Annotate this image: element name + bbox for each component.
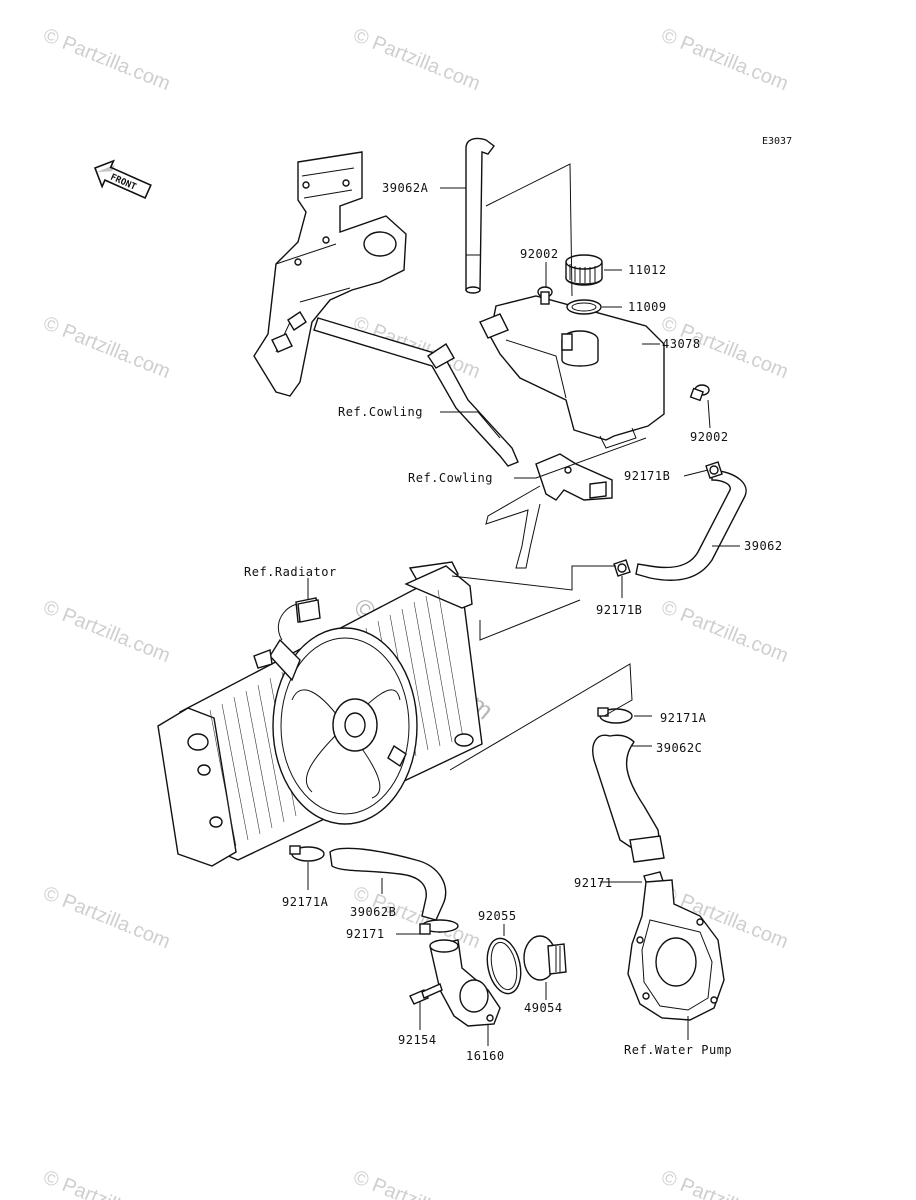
label-92055: 92055 <box>478 909 517 923</box>
watermark-9: © Partzilla.com <box>40 882 173 953</box>
thermostat-49054 <box>523 935 567 981</box>
label-92154: 92154 <box>398 1033 437 1047</box>
watermark-8: © Partzilla.com <box>658 596 791 667</box>
label-ref-cowling-1: Ref.Cowling <box>338 405 423 419</box>
watermark-2: © Partzilla.com <box>350 24 483 95</box>
o-ring-92055 <box>486 937 522 995</box>
label-39062C: 39062C <box>656 741 702 755</box>
hose-39062A <box>465 137 495 294</box>
cowling-stay <box>313 317 519 467</box>
label-39062A: 39062A <box>382 181 429 195</box>
label-ref-radiator: Ref.Radiator <box>244 565 337 579</box>
leader-lines <box>307 163 740 1046</box>
label-92002-top: 92002 <box>520 247 559 261</box>
frame-bracket <box>253 151 407 397</box>
tank-cap <box>565 254 603 286</box>
label-92171A-right: 92171A <box>660 711 707 725</box>
label-92171-right: 92171 <box>574 876 613 890</box>
hose-39062C <box>592 734 665 863</box>
label-16160: 16160 <box>466 1049 505 1063</box>
bolt-92002-right <box>689 384 710 402</box>
hose-39062 <box>635 469 747 581</box>
thermostat-housing <box>429 939 501 1027</box>
clamp-92171B-bottom <box>613 559 631 577</box>
label-43078: 43078 <box>662 337 701 351</box>
label-11009: 11009 <box>628 300 667 314</box>
watermark-4: © Partzilla.com <box>40 312 173 383</box>
watermark-1: © Partzilla.com <box>40 24 173 95</box>
watermark-14: © Partzilla.com <box>658 1166 791 1200</box>
clamp-92171-left <box>419 919 459 935</box>
label-11012: 11012 <box>628 263 667 277</box>
bolt-92154 <box>409 983 443 1005</box>
label-ref-cowling-2: Ref.Cowling <box>408 471 493 485</box>
tank-bracket <box>485 453 613 569</box>
diagram-code: E3037 <box>762 136 792 147</box>
label-92171B-1: 92171B <box>624 469 670 483</box>
clamp-92171B-top <box>705 461 723 479</box>
label-92002-right: 92002 <box>690 430 729 444</box>
clamp-92171A-left <box>289 845 325 862</box>
label-ref-water-pump: Ref.Water Pump <box>624 1043 732 1057</box>
watermark-13: © Partzilla.com <box>350 1166 483 1200</box>
part-labels: 39062A 92002 11012 11009 43078 92002 Ref… <box>244 181 783 1063</box>
label-39062: 39062 <box>744 539 783 553</box>
water-pump <box>627 879 725 1021</box>
radiator-connector <box>297 599 321 623</box>
tank-gasket <box>566 299 602 315</box>
label-92171A-left: 92171A <box>282 895 329 909</box>
front-arrow-icon: FRONT <box>93 159 152 200</box>
label-49054: 49054 <box>524 1001 563 1015</box>
reserve-tank <box>479 295 665 449</box>
bolt-92002-top <box>537 286 553 305</box>
label-92171B-2: 92171B <box>596 603 642 617</box>
watermark-3: © Partzilla.com <box>658 24 791 95</box>
watermark-12: © Partzilla.com <box>40 1166 173 1200</box>
watermark-7: © Partzilla.com <box>40 596 173 667</box>
label-92171-left: 92171 <box>346 927 385 941</box>
label-39062B: 39062B <box>350 905 396 919</box>
